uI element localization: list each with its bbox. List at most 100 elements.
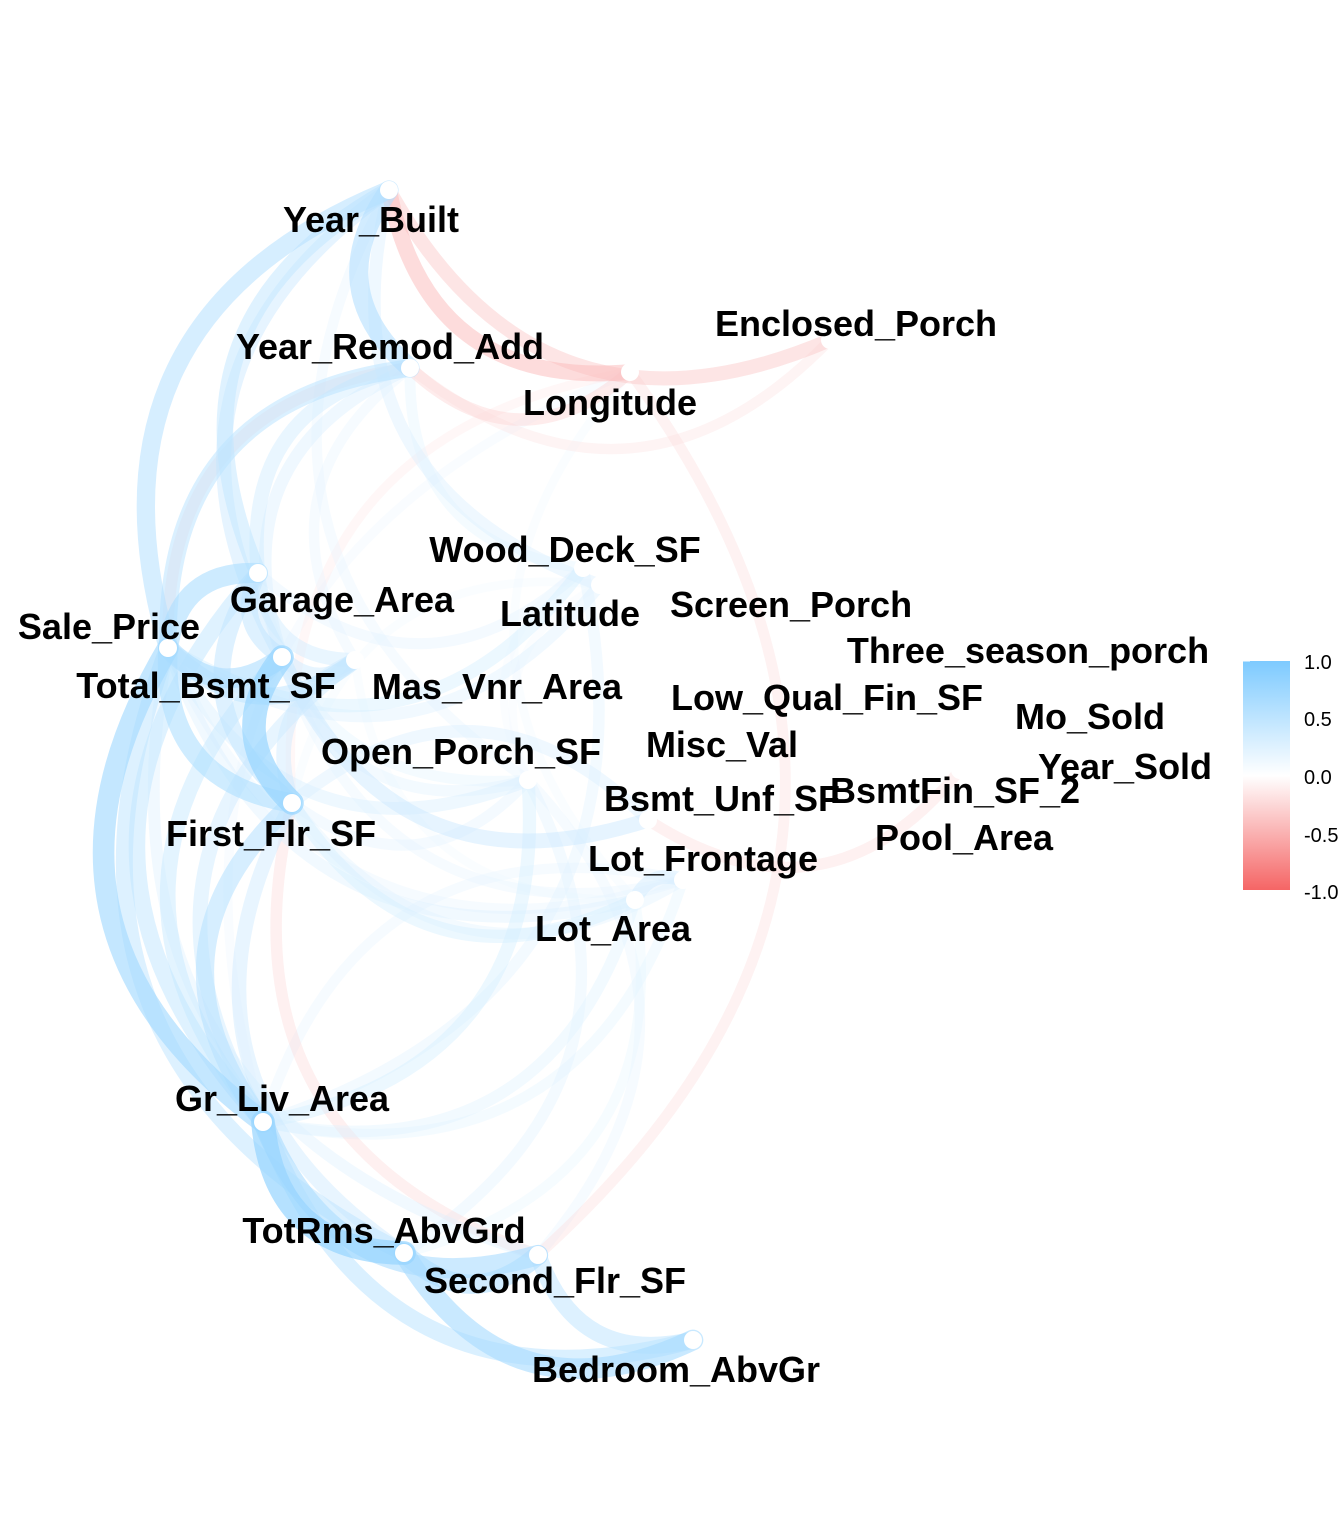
correlation-edge-sale_price-gr_liv_area: [92, 637, 274, 1133]
correlation-edge-sale_price-first_flr_sf: [157, 638, 302, 813]
correlation-edge-totrms_abvgrd-lot_area: [398, 894, 647, 1259]
node-dot-year_built: [380, 181, 398, 199]
node-label-sale_price: Sale_Price: [18, 606, 200, 647]
node-label-lot_area: Lot_Area: [535, 908, 692, 949]
color-legend: 1.0 0.5 0.0 -0.5 -1.0: [1243, 652, 1338, 904]
correlation-edge-year_built-enclosed_porch: [381, 182, 838, 386]
legend-colorbar: [1243, 661, 1290, 890]
node-dot-lot_area: [626, 891, 644, 909]
legend-tick-label: -0.5: [1304, 825, 1338, 847]
node-dot-three_season_porch: [1001, 681, 1019, 699]
correlation-edge-lot_frontage-gr_liv_area: [257, 862, 689, 1128]
node-label-totrms_abvgrd: TotRms_AbvGrd: [242, 1210, 525, 1251]
node-label-mas_vnr_area: Mas_Vnr_Area: [372, 666, 623, 707]
node-dot-mo_sold: [1091, 751, 1109, 769]
node-label-lot_frontage: Lot_Frontage: [588, 838, 818, 879]
node-dot-wood_deck_sf: [574, 559, 592, 577]
node-dot-enclosed_porch: [821, 331, 839, 349]
node-label-mo_sold: Mo_Sold: [1015, 696, 1165, 737]
correlation-edge-year_remod_add-enclosed_porch: [404, 334, 836, 455]
correlation-edge-sale_price-open_porch_sf: [161, 641, 535, 815]
legend-tick-label: -1.0: [1304, 882, 1338, 904]
legend-tick-label: 1.0: [1304, 652, 1332, 674]
node-dot-bsmtfin_sf_2: [951, 761, 969, 779]
correlation-edge-gr_liv_area-open_porch_sf: [256, 773, 537, 1129]
node-label-pool_area: Pool_Area: [875, 817, 1054, 858]
correlation-edge-gr_liv_area-wood_deck_sf: [257, 562, 605, 1128]
node-label-low_qual_fin_sf: Low_Qual_Fin_SF: [671, 677, 983, 718]
correlation-edge-year_remod_add-wood_deck_sf: [404, 362, 589, 574]
correlation-edge-second_flr_sf-longitude: [532, 366, 791, 1261]
correlation-edge-gr_liv_area-lot_frontage: [257, 874, 689, 1140]
node-dot-low_qual_fin_sf: [891, 731, 909, 749]
node-label-second_flr_sf: Second_Flr_SF: [424, 1260, 686, 1301]
correlation-edge-first_flr_sf-lot_area: [285, 796, 642, 943]
node-labels-layer: Year_BuiltEnclosed_PorchYear_Remod_AddLo…: [18, 199, 1212, 1390]
node-dot-lot_frontage: [674, 871, 692, 889]
node-label-year_sold: Year_Sold: [1038, 746, 1212, 787]
node-dot-misc_val: [796, 786, 814, 804]
node-label-latitude: Latitude: [500, 593, 640, 634]
node-label-year_built: Year_Built: [283, 199, 459, 240]
correlation-edge-mas_vnr_area-lot_area: [350, 655, 640, 905]
node-dot-bedroom_abvgr: [684, 1331, 702, 1349]
correlation-edge-year_remod_add-sale_price: [159, 359, 419, 657]
correlation-edge-first_flr_sf-second_flr_sf: [270, 797, 544, 1261]
node-label-garage_area: Garage_Area: [230, 579, 455, 620]
legend-tick-label: 0.5: [1304, 709, 1332, 731]
correlation-edge-first_flr_sf-lot_frontage: [286, 797, 689, 940]
correlation-edge-gr_liv_area-lot_area: [257, 894, 641, 1138]
correlation-edge-total_bsmt_sf-first_flr_sf: [242, 645, 304, 815]
correlation-edge-year_built-latitude: [368, 183, 607, 592]
node-dot-totrms_abvgrd: [395, 1244, 413, 1262]
node-dot-mas_vnr_area: [346, 651, 364, 669]
node-label-screen_porch: Screen_Porch: [670, 584, 912, 625]
node-label-wood_deck_sf: Wood_Deck_SF: [429, 529, 700, 570]
node-label-bedroom_abvgr: Bedroom_AbvGr: [532, 1349, 820, 1390]
node-label-bsmt_unf_sf: Bsmt_Unf_SF: [604, 778, 840, 819]
correlation-edge-gr_liv_area-totrms_abvgrd: [251, 1110, 416, 1265]
node-label-year_remod_add: Year_Remod_Add: [236, 326, 544, 367]
node-dot-total_bsmt_sf: [273, 648, 291, 666]
node-dot-second_flr_sf: [529, 1246, 547, 1264]
correlation-edge-sale_price-lot_frontage: [162, 642, 689, 915]
correlation-edge-garage_area-sale_price: [157, 562, 269, 659]
node-dot-year_sold: [1121, 781, 1139, 799]
correlation-edge-year_remod_add-total_bsmt_sf: [258, 361, 417, 664]
correlation-edge-longitude-lot_area: [509, 367, 640, 905]
node-dot-sale_price: [159, 639, 177, 657]
correlation-edge-first_flr_sf-totrms_abvgrd: [231, 795, 412, 1261]
node-dot-latitude: [591, 576, 609, 594]
correlation-edge-total_bsmt_sf-bsmt_unf_sf: [274, 649, 656, 849]
node-dot-pool_area: [991, 851, 1009, 869]
correlation-edge-year_built-longitude: [381, 182, 638, 382]
correlation-edge-bsmt_unf_sf-first_flr_sf: [285, 724, 655, 827]
node-dot-year_remod_add: [401, 359, 419, 377]
correlation-edge-totrms_abvgrd-open_porch_sf: [398, 774, 588, 1259]
node-dot-gr_liv_area: [254, 1113, 272, 1131]
node-label-first_flr_sf: First_Flr_SF: [166, 813, 376, 854]
node-label-open_porch_sf: Open_Porch_SF: [321, 731, 601, 772]
node-dot-open_porch_sf: [519, 771, 537, 789]
correlation-edge-garage_area-open_porch_sf: [252, 567, 534, 787]
node-dots-layer: [159, 181, 1139, 1349]
correlation-edge-first_flr_sf-open_porch_sf: [286, 774, 534, 851]
correlation-edge-second_flr_sf-open_porch_sf: [522, 774, 646, 1261]
node-dot-longitude: [621, 363, 639, 381]
correlation-edge-year_built-garage_area: [216, 181, 398, 582]
node-dot-bsmt_unf_sf: [639, 811, 657, 829]
node-dot-garage_area: [249, 564, 267, 582]
node-label-longitude: Longitude: [523, 382, 697, 423]
correlation-edge-year_built-open_porch_sf: [311, 184, 534, 786]
node-label-bsmtfin_sf_2: BsmtFin_SF_2: [830, 770, 1080, 811]
correlation-edge-longitude-first_flr_sf: [285, 367, 635, 808]
correlation-edge-total_bsmt_sf-lot_frontage: [276, 651, 689, 899]
correlation-edge-latitude-first_flr_sf: [287, 577, 605, 808]
correlation-edge-wood_deck_sf-open_porch_sf: [499, 563, 588, 785]
correlation-edge-latitude-open_porch_sf: [508, 580, 605, 785]
node-label-enclosed_porch: Enclosed_Porch: [715, 303, 997, 344]
node-label-gr_liv_area: Gr_Liv_Area: [175, 1078, 390, 1119]
correlation-edge-year_remod_add-longitude: [403, 361, 637, 426]
correlation-edge-first_flr_sf-gr_liv_area: [195, 793, 302, 1132]
